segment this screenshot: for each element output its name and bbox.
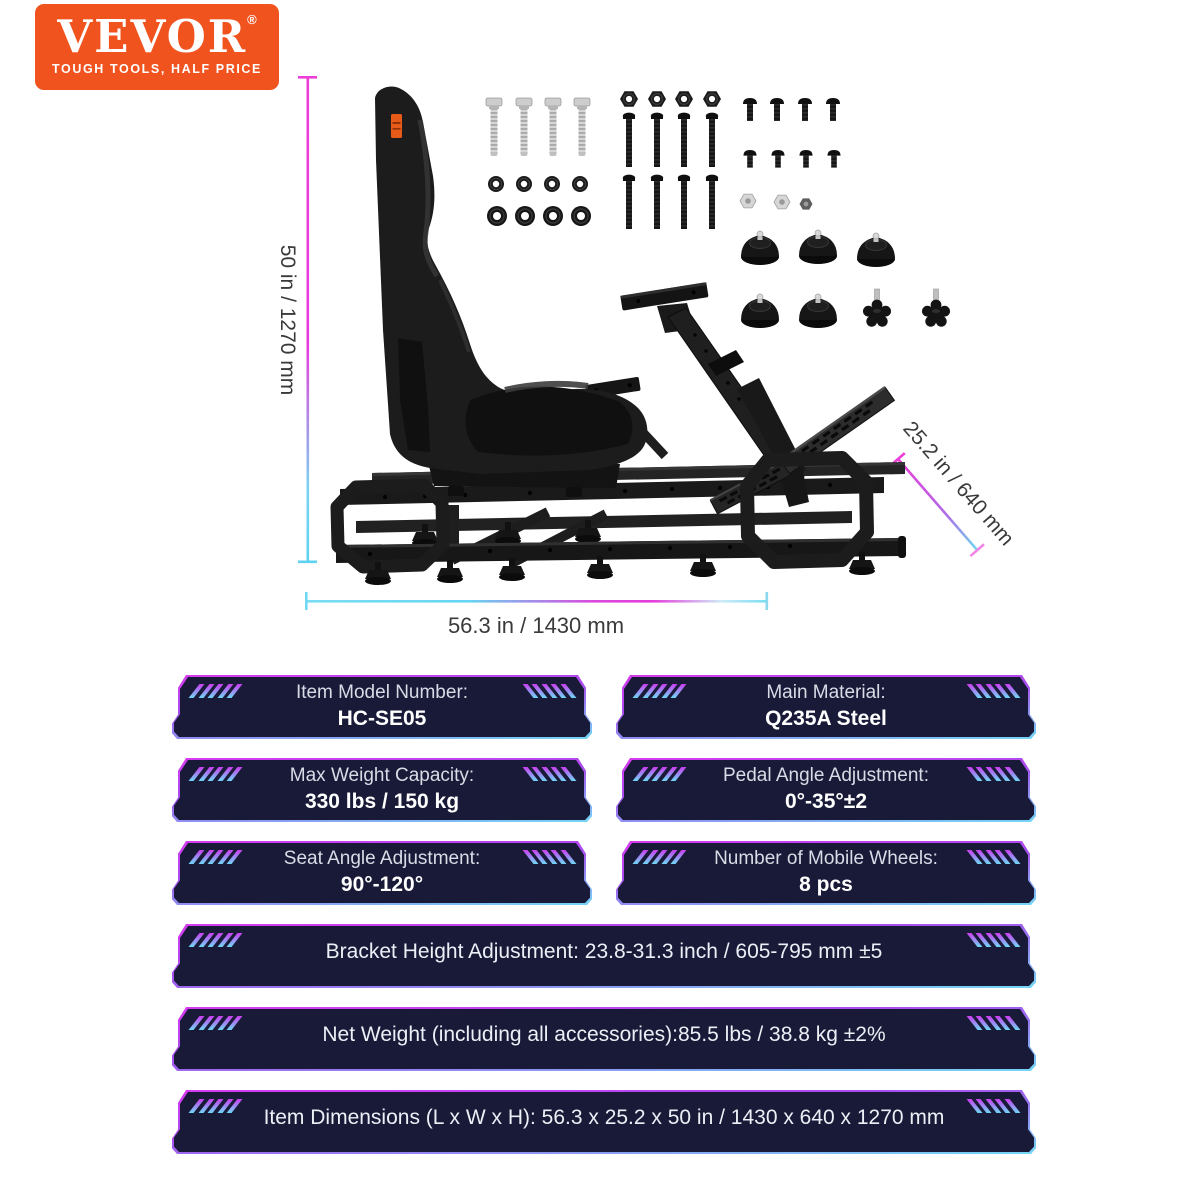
black-hex-nut bbox=[702, 90, 722, 108]
hardware-kit bbox=[485, 90, 951, 329]
spec-banner-mobile-wheels: Number of Mobile Wheels: 8 pcs bbox=[616, 841, 1036, 905]
spec-value: Q235A Steel bbox=[765, 706, 887, 730]
registered-mark: ® bbox=[247, 12, 257, 27]
spec-text: Bracket Height Adjustment: 23.8-31.3 inc… bbox=[325, 940, 883, 963]
silver-bolt bbox=[485, 97, 503, 157]
black-bolt bbox=[677, 174, 691, 229]
brand-name: VEVOR® bbox=[35, 13, 279, 59]
small-washer bbox=[515, 175, 533, 193]
black-hex-nut bbox=[619, 90, 639, 108]
silver-hex-nut bbox=[739, 193, 757, 209]
spec-banner-bracket-height: Bracket Height Adjustment: 23.8-31.3 inc… bbox=[172, 924, 1036, 988]
caster-wheel bbox=[856, 232, 896, 268]
banner-body bbox=[174, 677, 590, 737]
spec-value: 90°-120° bbox=[340, 872, 424, 896]
spec-label: Seat Angle Adjustment: bbox=[283, 847, 481, 869]
banner-body bbox=[618, 843, 1034, 903]
silver-hex-nut bbox=[773, 194, 791, 210]
frame-foot bbox=[437, 560, 463, 583]
brand-name-text: VEVOR bbox=[57, 10, 248, 63]
spec-text: Net Weight (including all accessories):8… bbox=[322, 1023, 886, 1046]
large-washer bbox=[542, 205, 564, 227]
short-screw bbox=[743, 150, 757, 168]
banner-body bbox=[174, 760, 590, 820]
banner-body bbox=[174, 1092, 1034, 1152]
black-bolt bbox=[650, 112, 664, 167]
short-screw bbox=[827, 150, 841, 168]
caster-wheel bbox=[740, 293, 780, 329]
spec-value: 0°-35°±2 bbox=[784, 789, 868, 813]
frame-right-end bbox=[740, 451, 874, 569]
silver-bolt bbox=[573, 97, 591, 157]
product-stage: 50 in / 1270 mm 56.3 in / 1430 mm 25.2 i… bbox=[276, 76, 1018, 638]
silver-bolt bbox=[515, 97, 533, 157]
black-bolt bbox=[705, 112, 719, 167]
spec-banner-weight-capacity: Max Weight Capacity: 330 lbs / 150 kg bbox=[172, 758, 592, 822]
caster-wheel bbox=[798, 229, 838, 265]
small-washer bbox=[571, 175, 589, 193]
gray-nut bbox=[799, 198, 813, 210]
black-bolt bbox=[622, 174, 636, 229]
large-washer bbox=[486, 205, 508, 227]
black-hex-nut bbox=[647, 90, 667, 108]
black-bolt bbox=[705, 174, 719, 229]
large-washer bbox=[514, 205, 536, 227]
spec-label: Main Material: bbox=[766, 681, 886, 703]
caster-wheel bbox=[798, 293, 838, 329]
spec-text: Item Dimensions (L x W x H): 56.3 x 25.2… bbox=[263, 1106, 945, 1129]
small-washer bbox=[487, 175, 505, 193]
banner-body bbox=[174, 843, 590, 903]
vevor-logo: VEVOR® TOUGH TOOLS, HALF PRICE bbox=[35, 4, 279, 90]
brand-tagline: TOUGH TOOLS, HALF PRICE bbox=[52, 62, 262, 76]
frame-left-end bbox=[330, 478, 450, 574]
pan-head-screw bbox=[826, 98, 840, 121]
spec-label: Pedal Angle Adjustment: bbox=[723, 764, 929, 786]
silver-bolt bbox=[544, 97, 562, 157]
height-dimension-line bbox=[298, 76, 317, 564]
spec-value: HC-SE05 bbox=[337, 706, 427, 730]
pan-head-screw bbox=[798, 98, 812, 121]
frame-inner-rail bbox=[356, 511, 852, 533]
banner-body bbox=[618, 677, 1034, 737]
black-bolt bbox=[650, 174, 664, 229]
large-washer bbox=[570, 205, 592, 227]
spec-label: Max Weight Capacity: bbox=[289, 764, 475, 786]
small-washer bbox=[543, 175, 561, 193]
spec-banner-pedal-angle: Pedal Angle Adjustment: 0°-35°±2 bbox=[616, 758, 1036, 822]
spec-banner-material: Main Material: Q235A Steel bbox=[616, 675, 1036, 739]
spec-value: 8 pcs bbox=[799, 872, 853, 896]
banner-body bbox=[174, 1009, 1034, 1069]
length-dimension-line bbox=[305, 592, 769, 610]
star-knob bbox=[862, 288, 892, 328]
spec-label: Item Model Number: bbox=[295, 681, 469, 703]
black-hex-nut bbox=[674, 90, 694, 108]
height-dimension-label: 50 in / 1270 mm bbox=[276, 244, 299, 396]
caster-wheel bbox=[740, 230, 780, 266]
spec-banner-seat-angle: Seat Angle Adjustment: 90°-120° bbox=[172, 841, 592, 905]
banner-body bbox=[174, 926, 1034, 986]
product-illustration bbox=[298, 76, 985, 610]
spec-label: Number of Mobile Wheels: bbox=[714, 847, 938, 869]
spec-banner-item-dimensions: Item Dimensions (L x W x H): 56.3 x 25.2… bbox=[172, 1090, 1036, 1154]
spec-banner-net-weight: Net Weight (including all accessories):8… bbox=[172, 1007, 1036, 1071]
spec-value: 330 lbs / 150 kg bbox=[304, 789, 460, 813]
star-knob bbox=[921, 288, 951, 328]
short-screw bbox=[799, 150, 813, 168]
dimension-lines bbox=[298, 76, 985, 610]
racing-seat bbox=[375, 86, 648, 497]
racing-cockpit bbox=[330, 86, 906, 585]
black-bolt bbox=[677, 112, 691, 167]
pan-head-screw bbox=[743, 98, 757, 121]
short-screw bbox=[771, 150, 785, 168]
banner-body bbox=[618, 760, 1034, 820]
seat-logo-patch bbox=[391, 114, 402, 138]
black-bolt bbox=[622, 112, 636, 167]
length-dimension-label: 56.3 in / 1430 mm bbox=[447, 613, 625, 638]
spec-banner-model-number: Item Model Number: HC-SE05 bbox=[172, 675, 592, 739]
frame-post bbox=[447, 505, 459, 549]
pan-head-screw bbox=[770, 98, 784, 121]
